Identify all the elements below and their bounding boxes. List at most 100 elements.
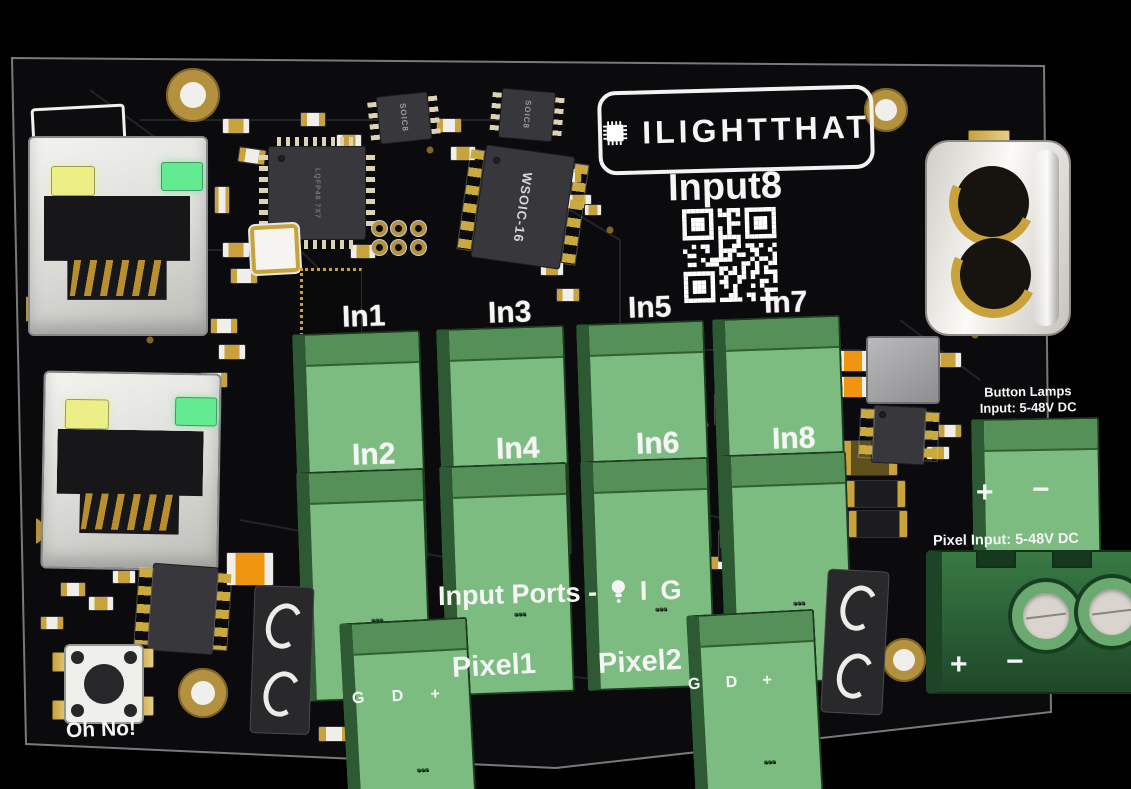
jack-contacts	[69, 260, 167, 296]
smd-resistor	[88, 596, 114, 611]
terminal-slot	[424, 768, 429, 773]
pin1-dot	[878, 410, 886, 419]
chip-label: WSOIC-16	[510, 170, 536, 244]
mounting-hole-bore	[893, 649, 915, 671]
battery-clip-sheen	[1033, 150, 1059, 326]
button-lamps-plus: +	[976, 476, 994, 509]
chip-label: SOIC8	[521, 100, 533, 130]
jack-opening	[56, 429, 204, 550]
metal-clip	[831, 648, 880, 704]
soic8-chip-left: SOIC8	[367, 91, 441, 145]
chip-pins	[259, 155, 268, 231]
button-lamps-label: Button Lamps Input: 5-48V DC	[950, 383, 1107, 417]
chip-pins	[277, 240, 357, 249]
input-ports-legend: Input Ports - I G	[438, 575, 682, 612]
metal-clip	[258, 666, 306, 722]
button-rivet	[71, 651, 84, 664]
shielded-module	[300, 268, 362, 336]
pixel-input-label: Pixel Input: 5-48V DC	[932, 530, 1079, 550]
chip-pins	[858, 408, 875, 458]
smd-capacitor	[60, 582, 86, 597]
via-pad	[372, 240, 387, 255]
button-rivet	[71, 704, 84, 717]
pixel-input-plus: +	[950, 648, 968, 681]
battery-holder	[925, 140, 1071, 336]
smd-capacitor	[300, 112, 326, 127]
chip-pins	[923, 412, 940, 462]
terminal-notch	[1052, 550, 1092, 568]
power-inductor	[866, 336, 940, 404]
screw-opening	[1078, 578, 1131, 646]
pin-d-label: D	[725, 673, 738, 692]
legend-lamp-pin: I	[639, 575, 648, 606]
mounting-hole-bore	[180, 82, 206, 108]
smd-resistor	[222, 242, 250, 258]
pixel2-terminal	[686, 608, 827, 789]
button-plunger	[84, 664, 124, 704]
brand-logo-text: ILIGHTTHAT	[641, 107, 871, 150]
terminal-notch	[976, 550, 1016, 568]
link-led-green	[174, 396, 218, 427]
smd-resistor	[218, 344, 246, 360]
battery-hole	[957, 238, 1031, 312]
soic16-chip-bottom-left	[134, 562, 232, 656]
input-label-in4: In4	[495, 431, 540, 466]
mounting-hole-top-right	[864, 88, 908, 132]
smd-capacitor	[40, 616, 64, 630]
pin-d-label: D	[391, 687, 404, 706]
link-led-yellow	[51, 166, 95, 196]
input-ports-legend-text: Input Ports -	[437, 577, 598, 612]
smd-diode	[848, 510, 908, 538]
terminal-lever	[426, 770, 429, 773]
input-label-in8: In8	[771, 421, 816, 456]
pin1-dot	[277, 155, 285, 163]
wire-clip-connector-left	[249, 584, 315, 736]
wire-clip-connector-right	[820, 568, 890, 716]
chip-label: LQFP48 7X7	[313, 167, 321, 219]
legend-ground-pin: G	[660, 574, 682, 606]
jack-opening	[44, 196, 190, 300]
input-label-in2: In2	[351, 437, 396, 472]
fuse-orange	[838, 350, 868, 372]
terminal-slot	[771, 760, 776, 765]
pixel2-label: Pixel2	[597, 643, 683, 681]
pixel-input-terminal	[926, 550, 1131, 694]
pixel-input-minus: −	[1006, 645, 1024, 678]
mounting-hole-bore	[875, 99, 897, 121]
jack-contacts	[80, 493, 178, 531]
smd-diode	[846, 480, 906, 508]
terminal-slot	[662, 607, 668, 612]
mounting-hole-bottom-right	[882, 638, 926, 682]
via-cluster	[372, 221, 428, 257]
ethernet-jack-1	[28, 136, 208, 336]
soic8-chip-driver	[858, 404, 940, 466]
metal-clip	[834, 580, 883, 636]
button-lamps-minus: −	[1032, 473, 1050, 506]
input-label-in5: In5	[627, 290, 672, 325]
link-led-green	[161, 162, 203, 191]
chip-label: SOIC8	[398, 103, 410, 133]
mounting-hole-bore	[191, 681, 215, 705]
smd-capacitor	[210, 318, 238, 334]
smd-capacitor	[938, 424, 962, 438]
wsoic16-chip: WSOIC-16	[457, 144, 589, 270]
input-label-in1: In1	[341, 299, 386, 334]
chip-logo-icon	[603, 121, 628, 146]
screw-opening	[1012, 582, 1080, 650]
lightbulb-icon	[611, 580, 625, 603]
brand-logo-box: ILIGHTTHAT	[596, 84, 876, 176]
link-led-yellow	[64, 398, 110, 430]
pixel1-label: Pixel1	[451, 647, 537, 685]
chip-pins	[366, 155, 375, 231]
metal-clip	[260, 598, 308, 654]
smd-resistor	[584, 204, 602, 216]
button-lamps-line2: Input: 5-48V DC	[979, 398, 1077, 416]
smd-resistor	[222, 118, 250, 134]
terminal-lever	[523, 614, 527, 617]
via-pad	[372, 221, 387, 236]
smd-capacitor	[214, 186, 230, 214]
input-label-in7: In7	[763, 285, 808, 320]
terminal-lever	[802, 603, 806, 606]
pin-plus-label: +	[430, 685, 441, 704]
